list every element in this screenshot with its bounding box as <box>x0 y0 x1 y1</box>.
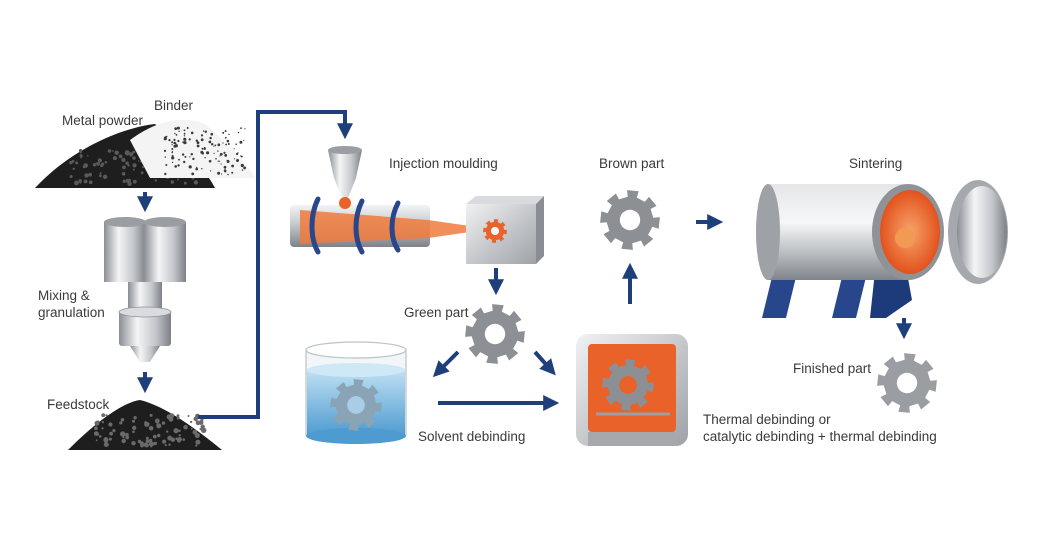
label-green-part: Green part <box>404 305 469 320</box>
sintering-furnace <box>756 180 1008 318</box>
label-solvent-debinding: Solvent debinding <box>418 429 526 444</box>
label-brown-part: Brown part <box>599 156 665 171</box>
arrow-green-to-oven <box>533 350 556 376</box>
finished-part-gear-icon <box>877 353 937 413</box>
gear-icon <box>483 219 507 243</box>
label-metal-powder: Metal powder <box>62 113 144 128</box>
binder-powder-pile <box>130 119 255 178</box>
arrow-green-to-bath <box>432 350 460 378</box>
label-injection-moulding: Injection moulding <box>389 156 498 171</box>
bath-gear-icon <box>330 379 382 431</box>
mixer-machine <box>104 217 186 362</box>
label-feedstock: Feedstock <box>47 397 110 412</box>
label-thermal-line2: catalytic debinding + thermal debinding <box>703 429 937 444</box>
flow-arrows <box>137 110 912 419</box>
feedstock-pile <box>68 400 222 450</box>
label-sintering: Sintering <box>849 156 903 171</box>
oven-gear-icon <box>602 359 654 411</box>
arrow-feedstock-to-moulding <box>198 110 353 419</box>
label-finished-part: Finished part <box>793 361 872 376</box>
label-mixing-line2: granulation <box>38 305 105 320</box>
label-thermal-line1: Thermal debinding or <box>703 412 831 427</box>
label-binder: Binder <box>154 98 194 113</box>
injection-moulding-machine <box>290 146 544 264</box>
label-mixing-line1: Mixing & <box>38 288 90 303</box>
brown-part-gear-icon <box>600 190 660 250</box>
green-part-gear-icon <box>465 304 525 364</box>
